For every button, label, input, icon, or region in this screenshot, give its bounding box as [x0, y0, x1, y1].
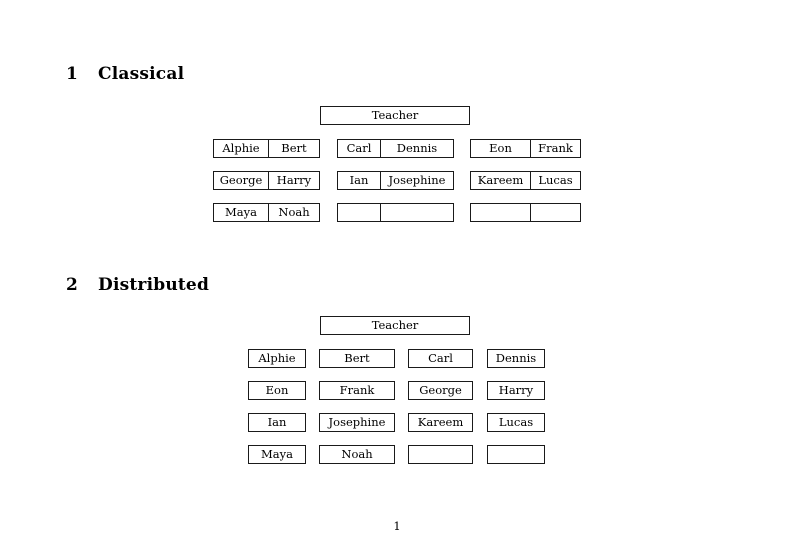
student-cell: Noah: [268, 204, 319, 221]
student-box: George: [408, 381, 473, 400]
student-cell: Josephine: [380, 172, 453, 189]
student-box: Dennis: [487, 349, 545, 368]
section-number: 2: [66, 275, 79, 295]
student-group-left-row-2: George Harry: [213, 171, 320, 190]
student-box: Harry: [487, 381, 545, 400]
student-group-right-row-1: Eon Frank: [470, 139, 581, 158]
student-cell: Bert: [268, 140, 319, 157]
section-title: Distributed: [98, 275, 210, 295]
student-box: Lucas: [487, 413, 545, 432]
student-box: Eon: [248, 381, 306, 400]
student-cell: Eon: [489, 140, 512, 155]
student-cell-empty: [471, 204, 530, 221]
student-cell: Carl: [346, 140, 372, 155]
student-group-left-row-1: Alphie Bert: [213, 139, 320, 158]
student-cell: Ian: [349, 172, 369, 187]
page-number: 1: [393, 519, 401, 533]
student-cell-empty: [530, 204, 580, 221]
student-cell: Alphie: [222, 140, 260, 155]
section-heading-distributed: 2 Distributed: [66, 275, 209, 295]
student-group-middle-row-1: Carl Dennis: [337, 139, 454, 158]
student-group-right-row-3-empty: [470, 203, 581, 222]
student-cell: Maya: [225, 204, 257, 219]
student-box: Josephine: [319, 413, 395, 432]
student-box: Carl: [408, 349, 473, 368]
student-cell: Kareem: [477, 172, 524, 187]
student-box-empty: [487, 445, 545, 464]
teacher-box-classical: Teacher: [320, 106, 470, 125]
student-cell: Frank: [530, 140, 580, 157]
student-cell: Dennis: [380, 140, 453, 157]
student-cell-empty: [380, 204, 453, 221]
student-box: Kareem: [408, 413, 473, 432]
section-number: 1: [66, 64, 79, 84]
student-box-empty: [408, 445, 473, 464]
student-box: Alphie: [248, 349, 306, 368]
student-box: Noah: [319, 445, 395, 464]
student-group-right-row-2: Kareem Lucas: [470, 171, 581, 190]
student-cell: Lucas: [530, 172, 580, 189]
student-cell: Harry: [268, 172, 319, 189]
section-title: Classical: [98, 64, 185, 84]
student-group-left-row-3: Maya Noah: [213, 203, 320, 222]
section-heading-classical: 1 Classical: [66, 64, 184, 84]
student-group-middle-row-2: Ian Josephine: [337, 171, 454, 190]
teacher-box-distributed: Teacher: [320, 316, 470, 335]
student-box: Frank: [319, 381, 395, 400]
student-cell: George: [219, 172, 263, 187]
student-box: Ian: [248, 413, 306, 432]
student-box: Maya: [248, 445, 306, 464]
student-cell-empty: [338, 204, 380, 221]
student-group-middle-row-3-empty: [337, 203, 454, 222]
student-box: Bert: [319, 349, 395, 368]
